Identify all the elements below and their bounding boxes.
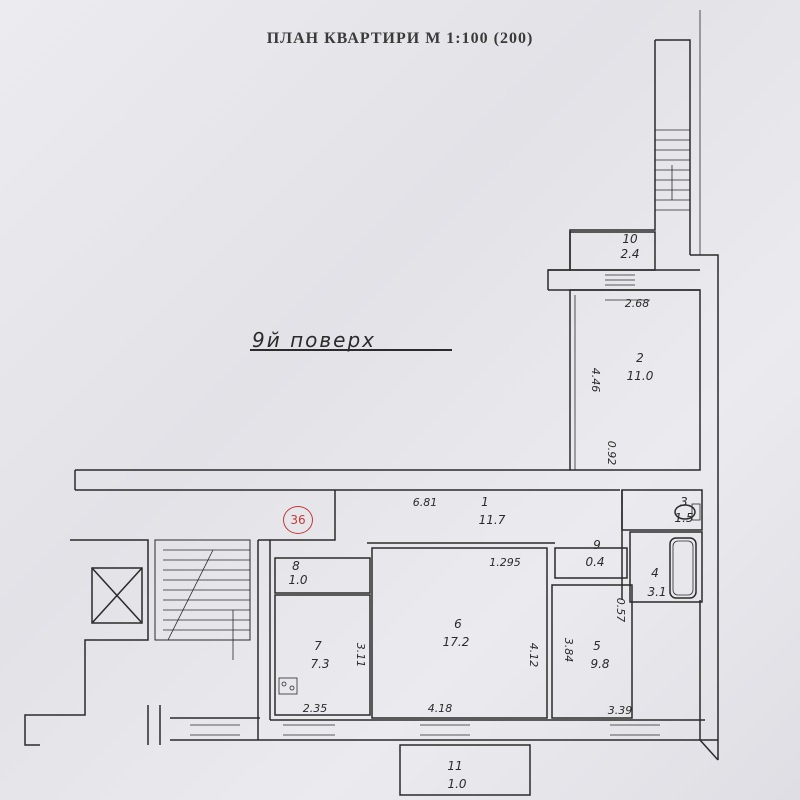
room-3-area: 1.5 — [674, 511, 693, 525]
floor-label: 9й поверх — [252, 328, 377, 352]
room-5-number: 5 — [593, 639, 601, 653]
apartment-number-stamp: 36 — [283, 506, 313, 534]
room-7-area: 7.3 — [310, 657, 329, 671]
dim-0-92: 0.92 — [605, 441, 618, 466]
room-6-area: 17.2 — [443, 635, 470, 649]
room-10-number: 10 — [622, 232, 638, 246]
dim-6-81: 6.81 — [413, 496, 438, 509]
dim-2-35: 2.35 — [303, 702, 328, 715]
room-10-area: 2.4 — [620, 247, 639, 261]
room-8-number: 8 — [292, 559, 300, 573]
room-9-number: 9 — [593, 538, 601, 552]
room-11-area: 1.0 — [447, 777, 466, 791]
room-5-area: 9.8 — [590, 657, 609, 671]
room-7-number: 7 — [314, 639, 322, 653]
dim-4-12: 4.12 — [527, 643, 540, 668]
dim-4-46: 4.46 — [589, 368, 602, 393]
room-9-area: 0.4 — [585, 555, 604, 569]
room-11-number: 11 — [447, 759, 462, 773]
dim-0-57: 0.57 — [614, 598, 627, 623]
dim-1-295: 1.295 — [489, 556, 521, 569]
page-title: ПЛАН КВАРТИРИ М 1:100 (200) — [266, 30, 534, 47]
room-4-area: 3.1 — [647, 585, 666, 599]
dim-3-11: 3.11 — [354, 643, 367, 668]
room-2-number: 2 — [636, 351, 644, 365]
room-6-number: 6 — [454, 617, 462, 631]
room-3-number: 3 — [680, 495, 688, 509]
dim-2-68: 2.68 — [625, 297, 650, 310]
room-2-area: 11.0 — [627, 369, 654, 383]
room-8-area: 1.0 — [288, 573, 307, 587]
room-1-number: 1 — [481, 495, 489, 509]
room-1-area: 11.7 — [479, 513, 506, 527]
dim-3-84: 3.84 — [562, 638, 575, 663]
dim-4-18: 4.18 — [428, 702, 453, 715]
room-4-number: 4 — [651, 566, 659, 580]
dim-3-39: 3.39 — [608, 704, 633, 717]
